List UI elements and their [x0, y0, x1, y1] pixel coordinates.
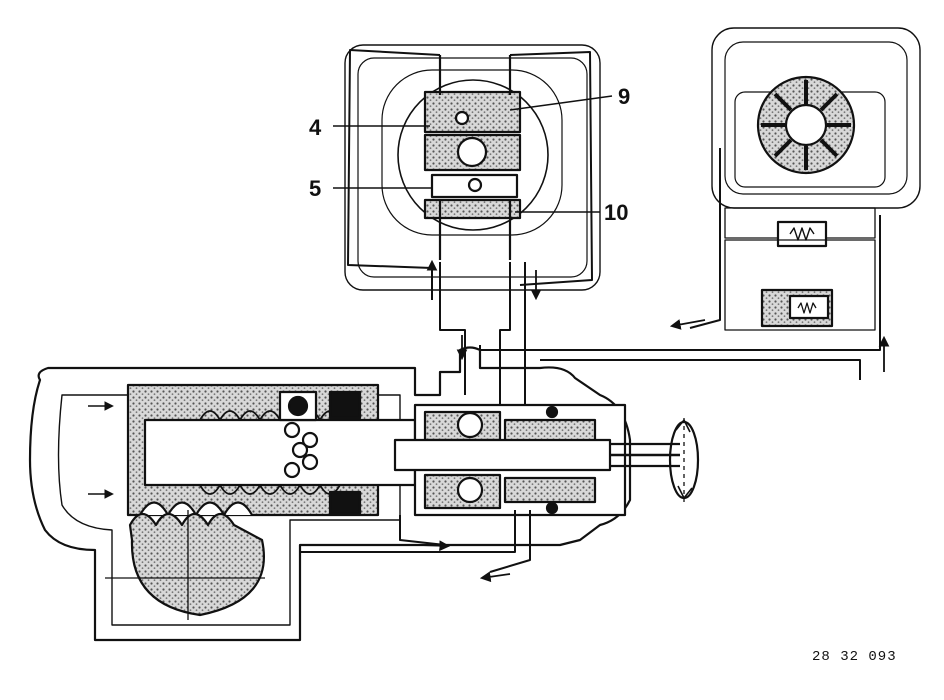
hydraulic-lines: [300, 49, 881, 573]
callout-label-5: 5: [309, 176, 322, 201]
piston-body: [126, 383, 417, 517]
hydraulic-pump: [711, 27, 921, 209]
flow-direction-arrows: [419, 259, 890, 583]
callout-leaders: [333, 95, 613, 213]
steering-rotation-icon: [668, 418, 700, 505]
callout-label-4: 4: [309, 115, 322, 140]
sector-gear: [105, 510, 265, 620]
control-valve: [393, 403, 680, 517]
callout-label-9: 9: [618, 84, 631, 109]
callout-label-10: 10: [604, 200, 629, 225]
distributor-valve-unit: [344, 44, 601, 291]
chamber-flow-arrows: [88, 401, 114, 499]
reference-number: 28 32 093: [812, 649, 897, 665]
relief-valves: [724, 207, 876, 331]
